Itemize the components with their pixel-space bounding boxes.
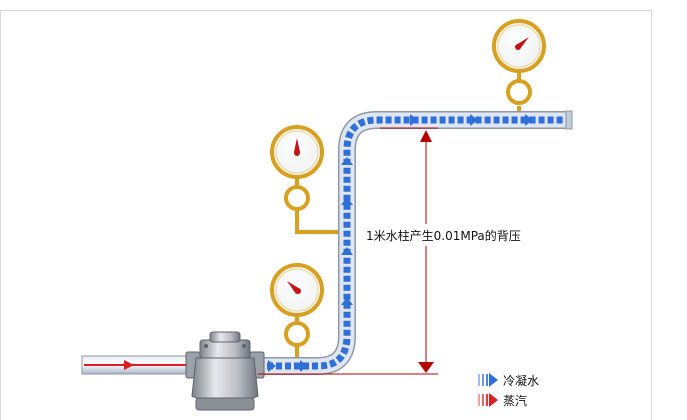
legend-label-condensate: 冷凝水: [503, 373, 539, 388]
steam-trap: [185, 331, 265, 411]
pressure-gauge-lower-left: [270, 263, 324, 347]
legend: 冷凝水 蒸汽: [478, 373, 539, 408]
dimension-arrow-down: [418, 362, 434, 373]
condensate-arrow-icon: [478, 373, 498, 387]
dimension-markers: [258, 127, 438, 375]
legend-item-condensate: 冷凝水: [478, 373, 539, 388]
inlet-pipe: [81, 355, 195, 375]
back-pressure-annotation: 1米水柱产生0.01MPa的背压: [366, 228, 521, 243]
riser-pipe: [258, 110, 573, 375]
pressure-gauge-top-right: [492, 19, 546, 105]
legend-label-steam: 蒸汽: [503, 393, 527, 408]
steam-flow-arrow: [124, 360, 134, 370]
diagram-frame: [0, 10, 652, 420]
steam-arrow-icon: [478, 393, 498, 407]
condensate-flow-arrows: [268, 114, 533, 372]
dimension-arrow-up: [420, 130, 432, 142]
legend-item-steam: 蒸汽: [478, 393, 527, 408]
pressure-gauge-upper-left: [270, 125, 324, 211]
